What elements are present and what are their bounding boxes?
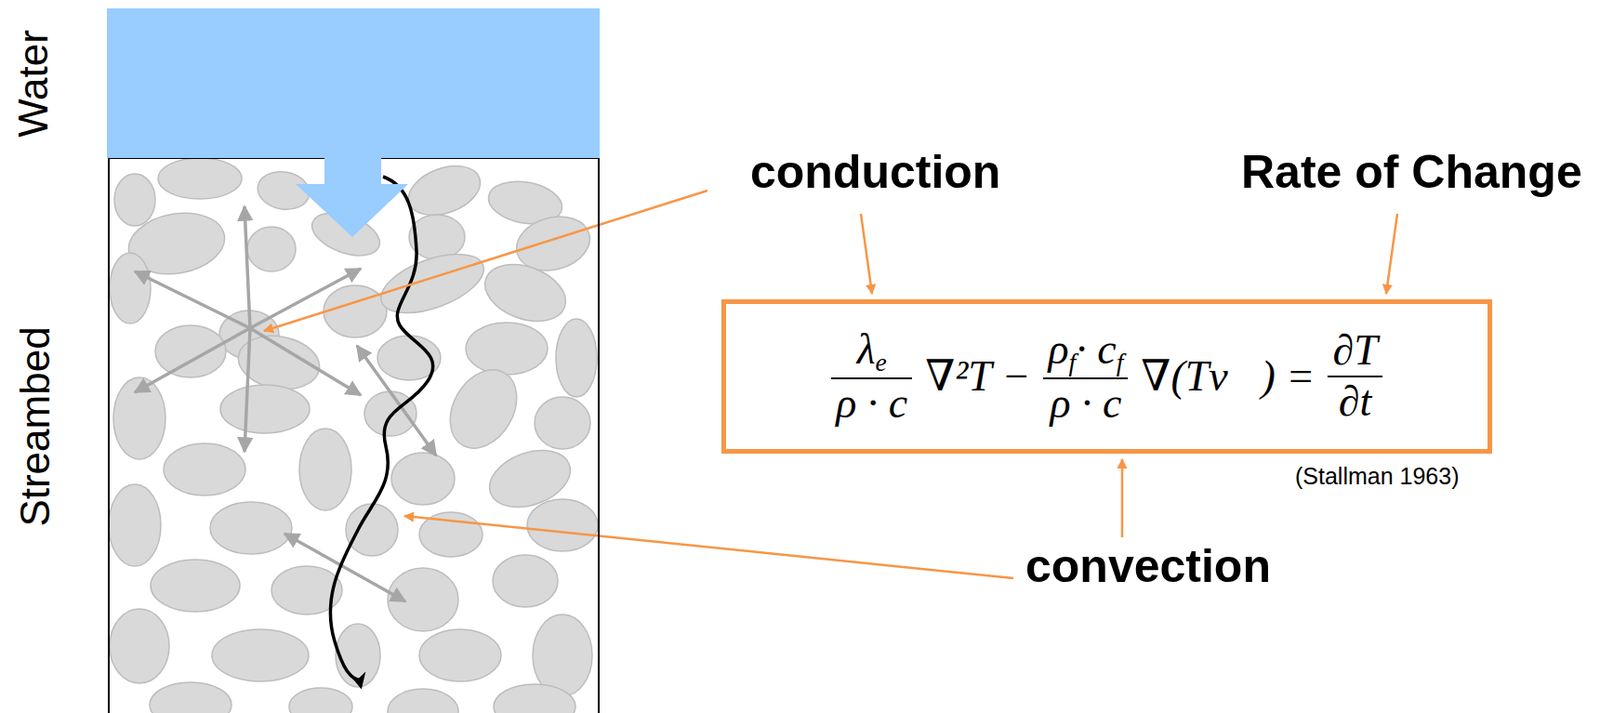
heat-arrow <box>134 271 251 329</box>
equation-term: ρ · c <box>1049 379 1122 427</box>
streambed-box: Streambed <box>107 158 600 713</box>
pebble <box>465 322 548 375</box>
citation: (Stallman 1963) <box>1295 464 1459 489</box>
pebble <box>391 452 455 505</box>
heat-arrow <box>357 345 437 456</box>
equation-term: ∇(Tv⃗) = <box>1140 352 1315 400</box>
pebble <box>493 684 576 713</box>
water-band: Water <box>106 8 600 159</box>
pebble <box>163 443 246 496</box>
pebble <box>527 499 598 552</box>
pebble <box>335 623 381 688</box>
heat-arrow <box>134 328 251 393</box>
pebble <box>109 252 151 324</box>
pebble <box>149 682 232 713</box>
leader-line <box>1386 213 1398 294</box>
pebble <box>387 568 459 632</box>
fraction-bar <box>1043 377 1128 380</box>
callout-label: convection <box>1025 542 1271 590</box>
fraction-bar <box>831 377 913 380</box>
pebble <box>555 318 597 397</box>
heat-arrow <box>244 328 251 452</box>
equation-term: λ <box>857 325 876 373</box>
conduction-arrows <box>134 206 437 602</box>
pebbles <box>109 158 598 713</box>
band-heading: Streambed <box>12 326 58 527</box>
equation-term: · c <box>1075 325 1116 373</box>
flow-path <box>330 176 433 687</box>
band-heading: Water <box>10 29 56 138</box>
equation-term: ρ · c <box>835 379 908 427</box>
equation-term: ∂T <box>1332 326 1377 374</box>
heat-arrow <box>244 206 251 329</box>
pebble <box>476 253 574 331</box>
equation-term: ∂t <box>1338 377 1373 425</box>
equation-box: λeρ · c∇²T −ρf· cfρ · c∇(Tv⃗) =∂T∂t <box>721 299 1493 454</box>
pebble <box>289 687 353 713</box>
leader-line <box>264 190 708 331</box>
pebble <box>323 285 387 338</box>
heat-arrow <box>250 268 361 329</box>
pebble <box>210 502 292 555</box>
pebble <box>387 688 459 713</box>
pebble <box>345 503 398 556</box>
pebble <box>247 226 296 272</box>
pebble <box>220 384 310 434</box>
leader-line <box>404 515 1014 579</box>
equation-subscript: f <box>1069 347 1077 377</box>
pebble <box>211 629 309 682</box>
callout-label: Rate of Change <box>1241 148 1583 196</box>
pebble <box>114 173 156 226</box>
pebble <box>299 428 352 511</box>
equation-term: ∇²T − <box>925 352 1031 400</box>
equation-subscript: e <box>875 347 887 377</box>
pebble <box>401 158 488 225</box>
pebble <box>155 325 226 378</box>
pebble <box>534 396 591 450</box>
pebble <box>364 391 417 437</box>
pebble <box>492 555 558 608</box>
pebble <box>419 629 502 682</box>
infiltration-arrow <box>295 154 409 238</box>
callout-label: conduction <box>750 148 1001 196</box>
pebble <box>109 608 170 684</box>
heat-arrow <box>250 328 361 396</box>
leader-line <box>1121 459 1124 538</box>
pebble <box>158 158 242 199</box>
pebble <box>373 242 492 326</box>
leader-line <box>860 213 873 294</box>
heat-arrow <box>284 533 406 602</box>
pebble <box>109 484 161 567</box>
equation: λeρ · c∇²T −ρf· cfρ · c∇(Tv⃗) =∂T∂t <box>825 325 1388 429</box>
pebble <box>150 559 240 612</box>
equation-term: ρ <box>1047 325 1069 373</box>
pebble <box>436 357 530 461</box>
equation-subscript: f <box>1116 347 1124 377</box>
fraction-bar <box>1327 375 1382 378</box>
